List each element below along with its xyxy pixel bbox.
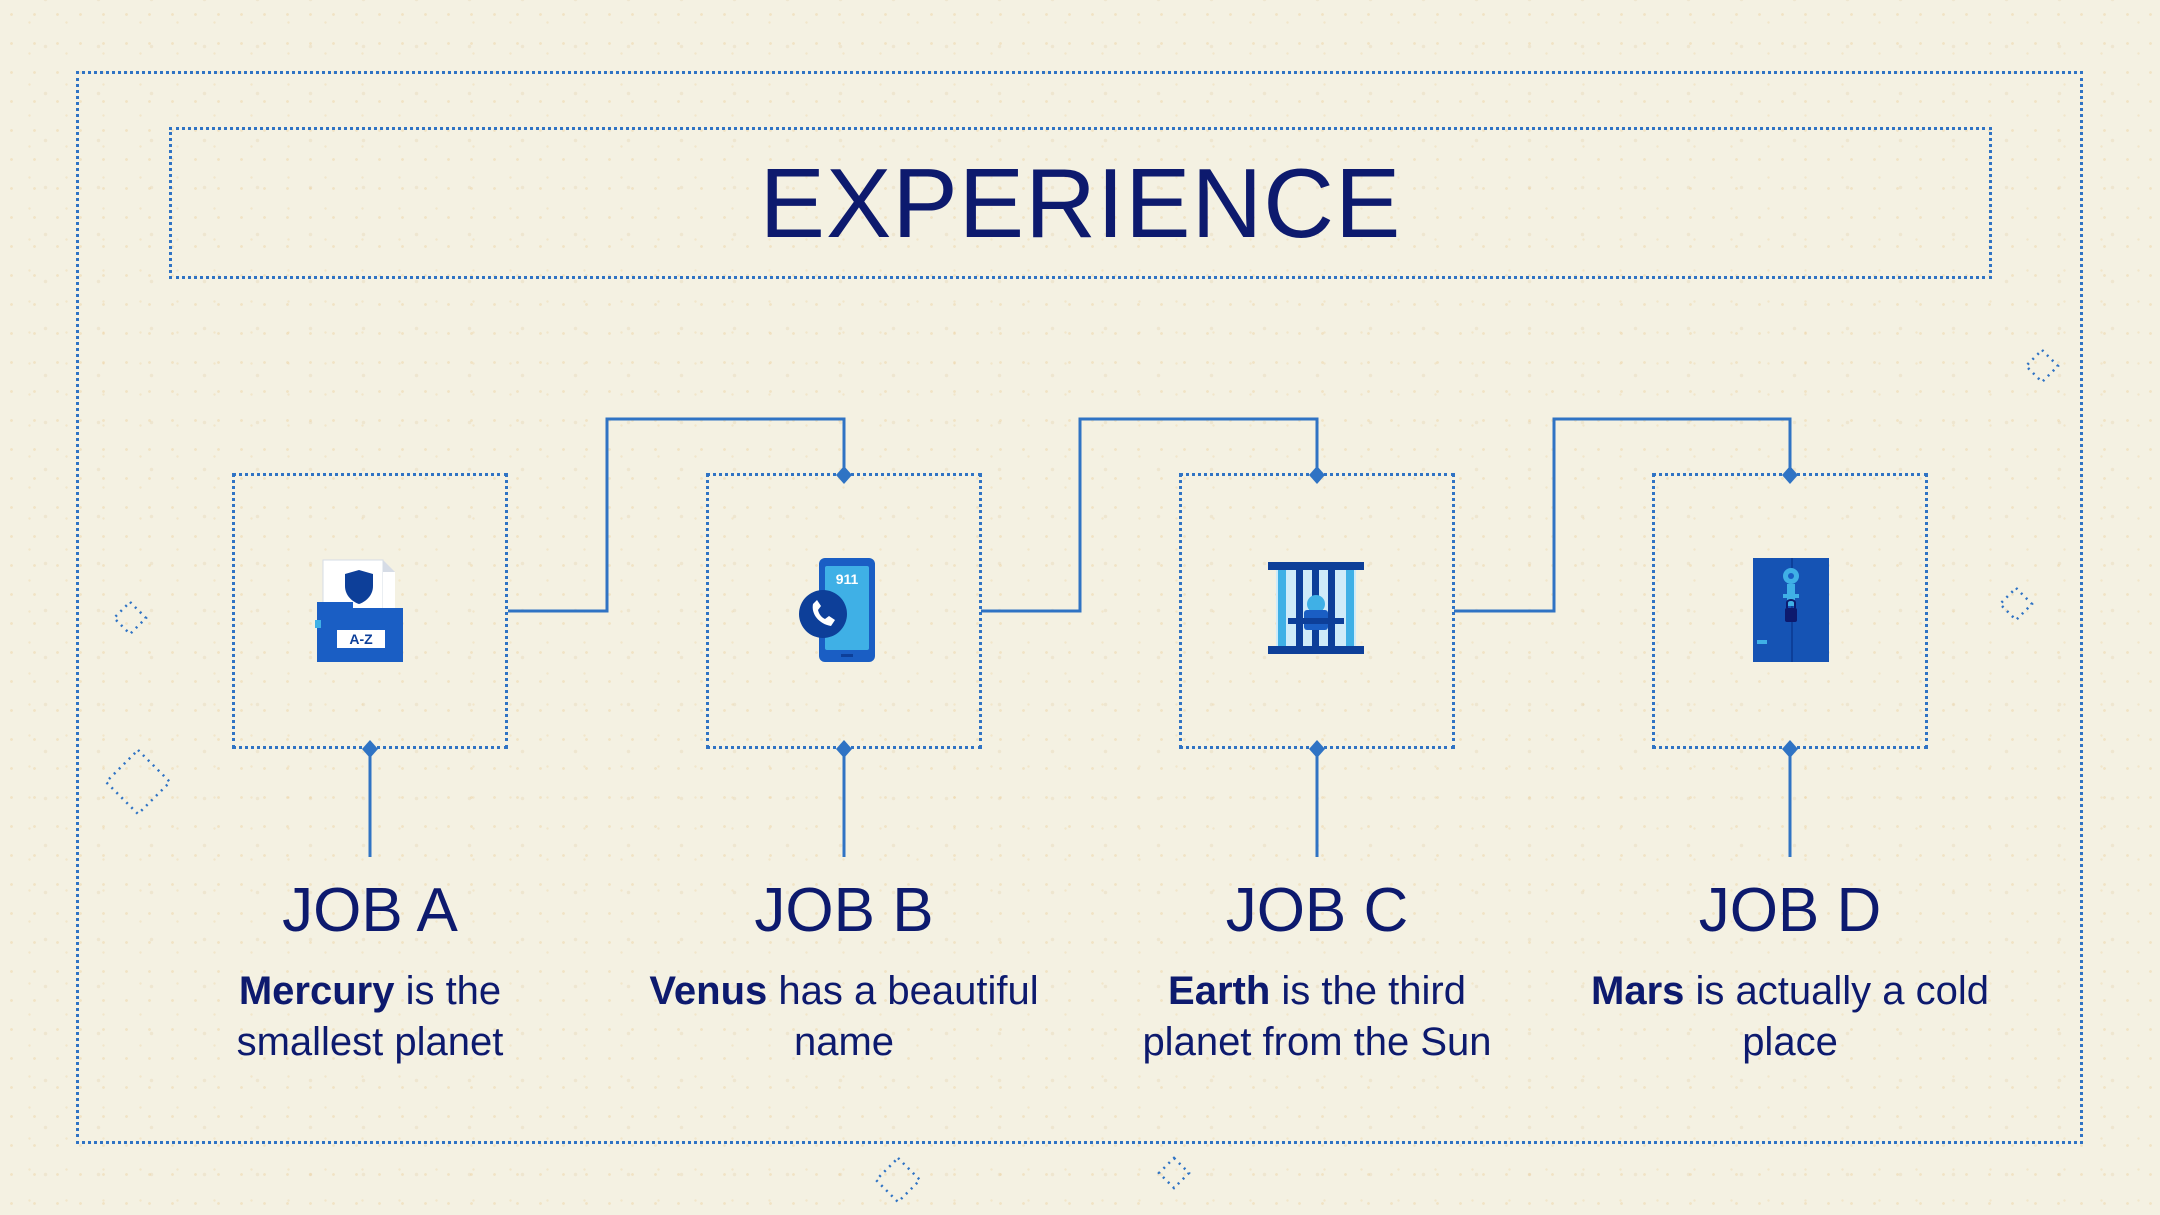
job-a-icon-box: A-Z — [232, 473, 508, 749]
title-box: EXPERIENCE — [169, 127, 1992, 279]
jail-cell-icon — [1268, 562, 1364, 654]
job-d-text: is actually a cold place — [1684, 969, 1989, 1064]
job-c-description: Earth is the third planet from the Sun — [1137, 966, 1497, 1068]
locker-icon — [1753, 558, 1829, 662]
job-a-text: is the smallest planet — [236, 969, 504, 1064]
emergency-phone-icon: 911 — [799, 558, 875, 662]
outer-frame — [76, 71, 2083, 1144]
police-file-icon: A-Z — [315, 559, 403, 662]
job-c-title: JOB C — [1225, 876, 1409, 945]
job-a-description: Mercury is the smallest planet — [160, 966, 580, 1068]
job-b-title: JOB B — [754, 876, 934, 945]
job-c-icon-box — [1179, 473, 1455, 749]
svg-text:A-Z: A-Z — [349, 631, 373, 647]
job-b-icon-box: 911 — [706, 473, 982, 749]
svg-text:911: 911 — [836, 571, 859, 587]
job-b-highlight: Venus — [649, 969, 768, 1013]
job-c-text: is the third planet from the Sun — [1142, 969, 1492, 1064]
job-c-highlight: Earth — [1168, 969, 1271, 1013]
job-d-description: Mars is actually a cold place — [1580, 966, 2000, 1068]
page-title: EXPERIENCE — [759, 148, 1402, 258]
job-d-icon-box — [1652, 473, 1928, 749]
job-d-highlight: Mars — [1591, 969, 1685, 1013]
job-b-text: has a beautiful name — [767, 969, 1039, 1064]
job-d-title: JOB D — [1698, 876, 1882, 945]
job-a-highlight: Mercury — [238, 969, 395, 1013]
job-a-title: JOB A — [282, 876, 458, 945]
job-b-description: Venus has a beautiful name — [634, 966, 1054, 1068]
